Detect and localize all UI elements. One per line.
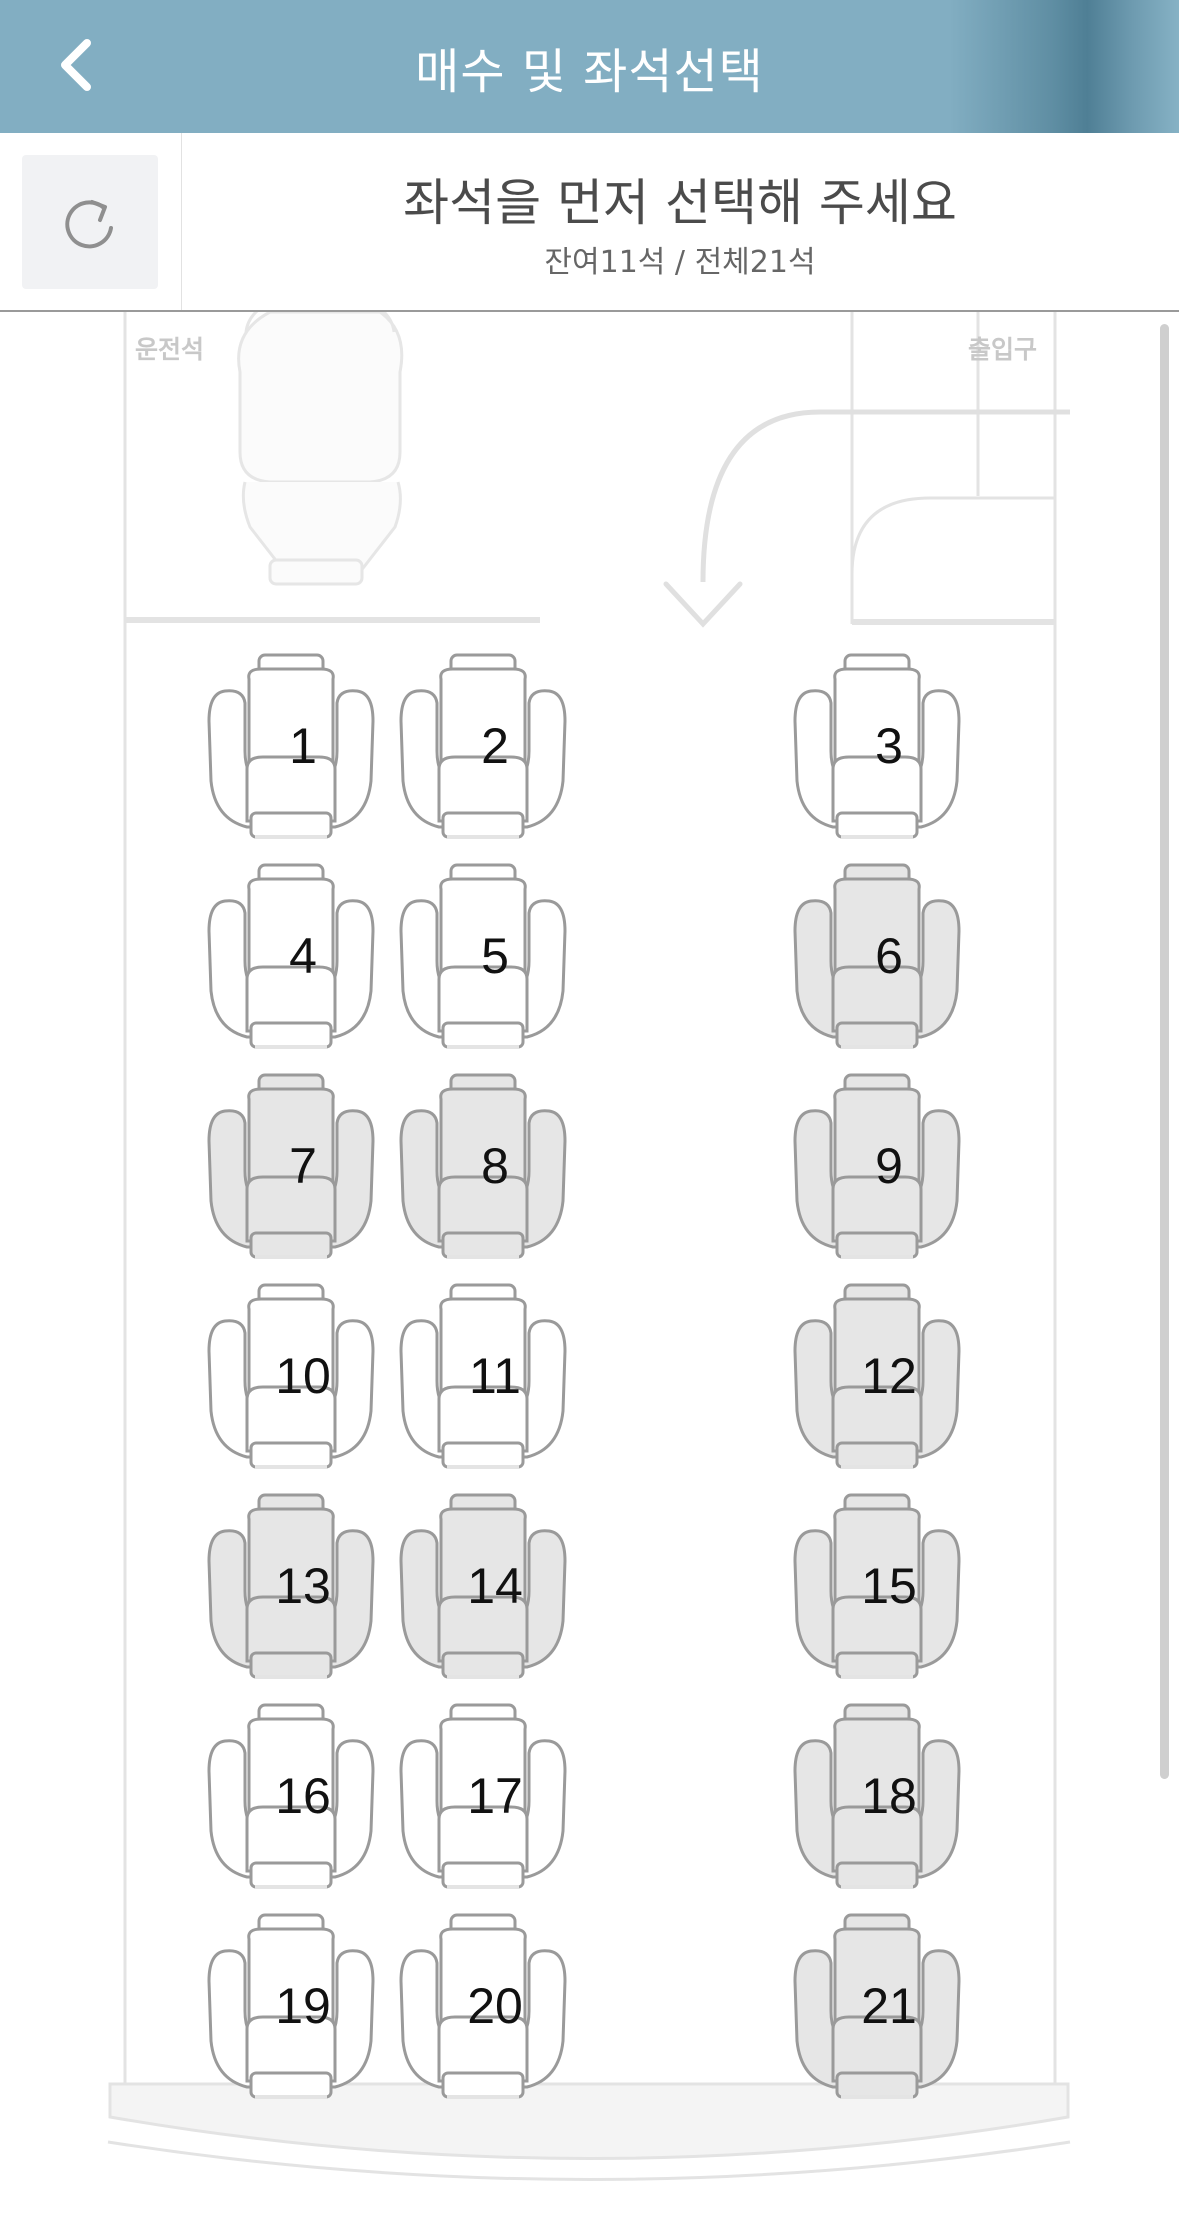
seat-number: 9 — [875, 1138, 903, 1194]
seat-3[interactable]: 3 — [793, 651, 961, 841]
refresh-icon — [65, 200, 113, 249]
seat-number: 19 — [275, 1978, 331, 2034]
seat-19[interactable]: 19 — [207, 1911, 375, 2101]
seat-12: 12 — [793, 1281, 961, 1471]
seat-16[interactable]: 16 — [207, 1701, 375, 1891]
seat-7: 7 — [207, 1071, 375, 1261]
seat-11[interactable]: 11 — [399, 1281, 567, 1471]
seat-number: 3 — [875, 718, 903, 774]
seat-2[interactable]: 2 — [399, 651, 567, 841]
app-bar: 매수 및 좌석선택 — [0, 0, 1179, 133]
entrance-label: 출입구 — [968, 335, 1038, 364]
back-button[interactable] — [40, 30, 110, 100]
refresh-button[interactable] — [22, 155, 158, 289]
seat-number: 20 — [467, 1978, 523, 2034]
seat-number: 12 — [861, 1348, 917, 1404]
bus-outline — [107, 312, 1071, 2181]
seat-number: 5 — [481, 928, 509, 984]
seat-number: 8 — [481, 1138, 509, 1194]
seat-10[interactable]: 10 — [207, 1281, 375, 1471]
seat-number: 13 — [275, 1558, 331, 1614]
seat-14: 14 — [399, 1491, 567, 1681]
seat-6: 6 — [793, 861, 961, 1051]
seat-number: 14 — [467, 1558, 523, 1614]
seat-9: 9 — [793, 1071, 961, 1261]
info-divider — [181, 133, 182, 310]
seat-number: 15 — [861, 1558, 917, 1614]
seat-18: 18 — [793, 1701, 961, 1891]
seat-number: 1 — [289, 718, 317, 774]
seat-15: 15 — [793, 1491, 961, 1681]
seat-8: 8 — [399, 1071, 567, 1261]
seat-number: 11 — [469, 1348, 521, 1404]
seat-number: 7 — [289, 1138, 317, 1194]
seat-number: 17 — [467, 1768, 523, 1824]
seat-info-bar: 좌석을 먼저 선택해 주세요 잔여11석 / 전체21석 — [0, 133, 1179, 312]
chevron-left-icon — [61, 39, 91, 91]
header-photo — [949, 0, 1179, 133]
page-title: 매수 및 좌석선택 — [415, 43, 764, 100]
seat-number: 6 — [875, 928, 903, 984]
seat-13: 13 — [207, 1491, 375, 1681]
seat-5[interactable]: 5 — [399, 861, 567, 1051]
seat-17[interactable]: 17 — [399, 1701, 567, 1891]
seat-count-summary: 잔여11석 / 전체21석 — [544, 245, 816, 280]
seat-4[interactable]: 4 — [207, 861, 375, 1051]
seat-number: 21 — [861, 1978, 917, 2034]
seat-number: 2 — [481, 718, 509, 774]
seat-21: 21 — [793, 1911, 961, 2101]
scrollbar[interactable] — [1160, 324, 1169, 1779]
seat-number: 18 — [861, 1768, 917, 1824]
seat-1[interactable]: 1 — [207, 651, 375, 841]
seat-number: 10 — [275, 1348, 331, 1404]
seat-instruction: 좌석을 먼저 선택해 주세요 — [403, 174, 957, 232]
driver-seat-label: 운전석 — [135, 335, 205, 364]
seat-20[interactable]: 20 — [399, 1911, 567, 2101]
seat-number: 16 — [275, 1768, 331, 1824]
seat-number: 4 — [289, 928, 317, 984]
